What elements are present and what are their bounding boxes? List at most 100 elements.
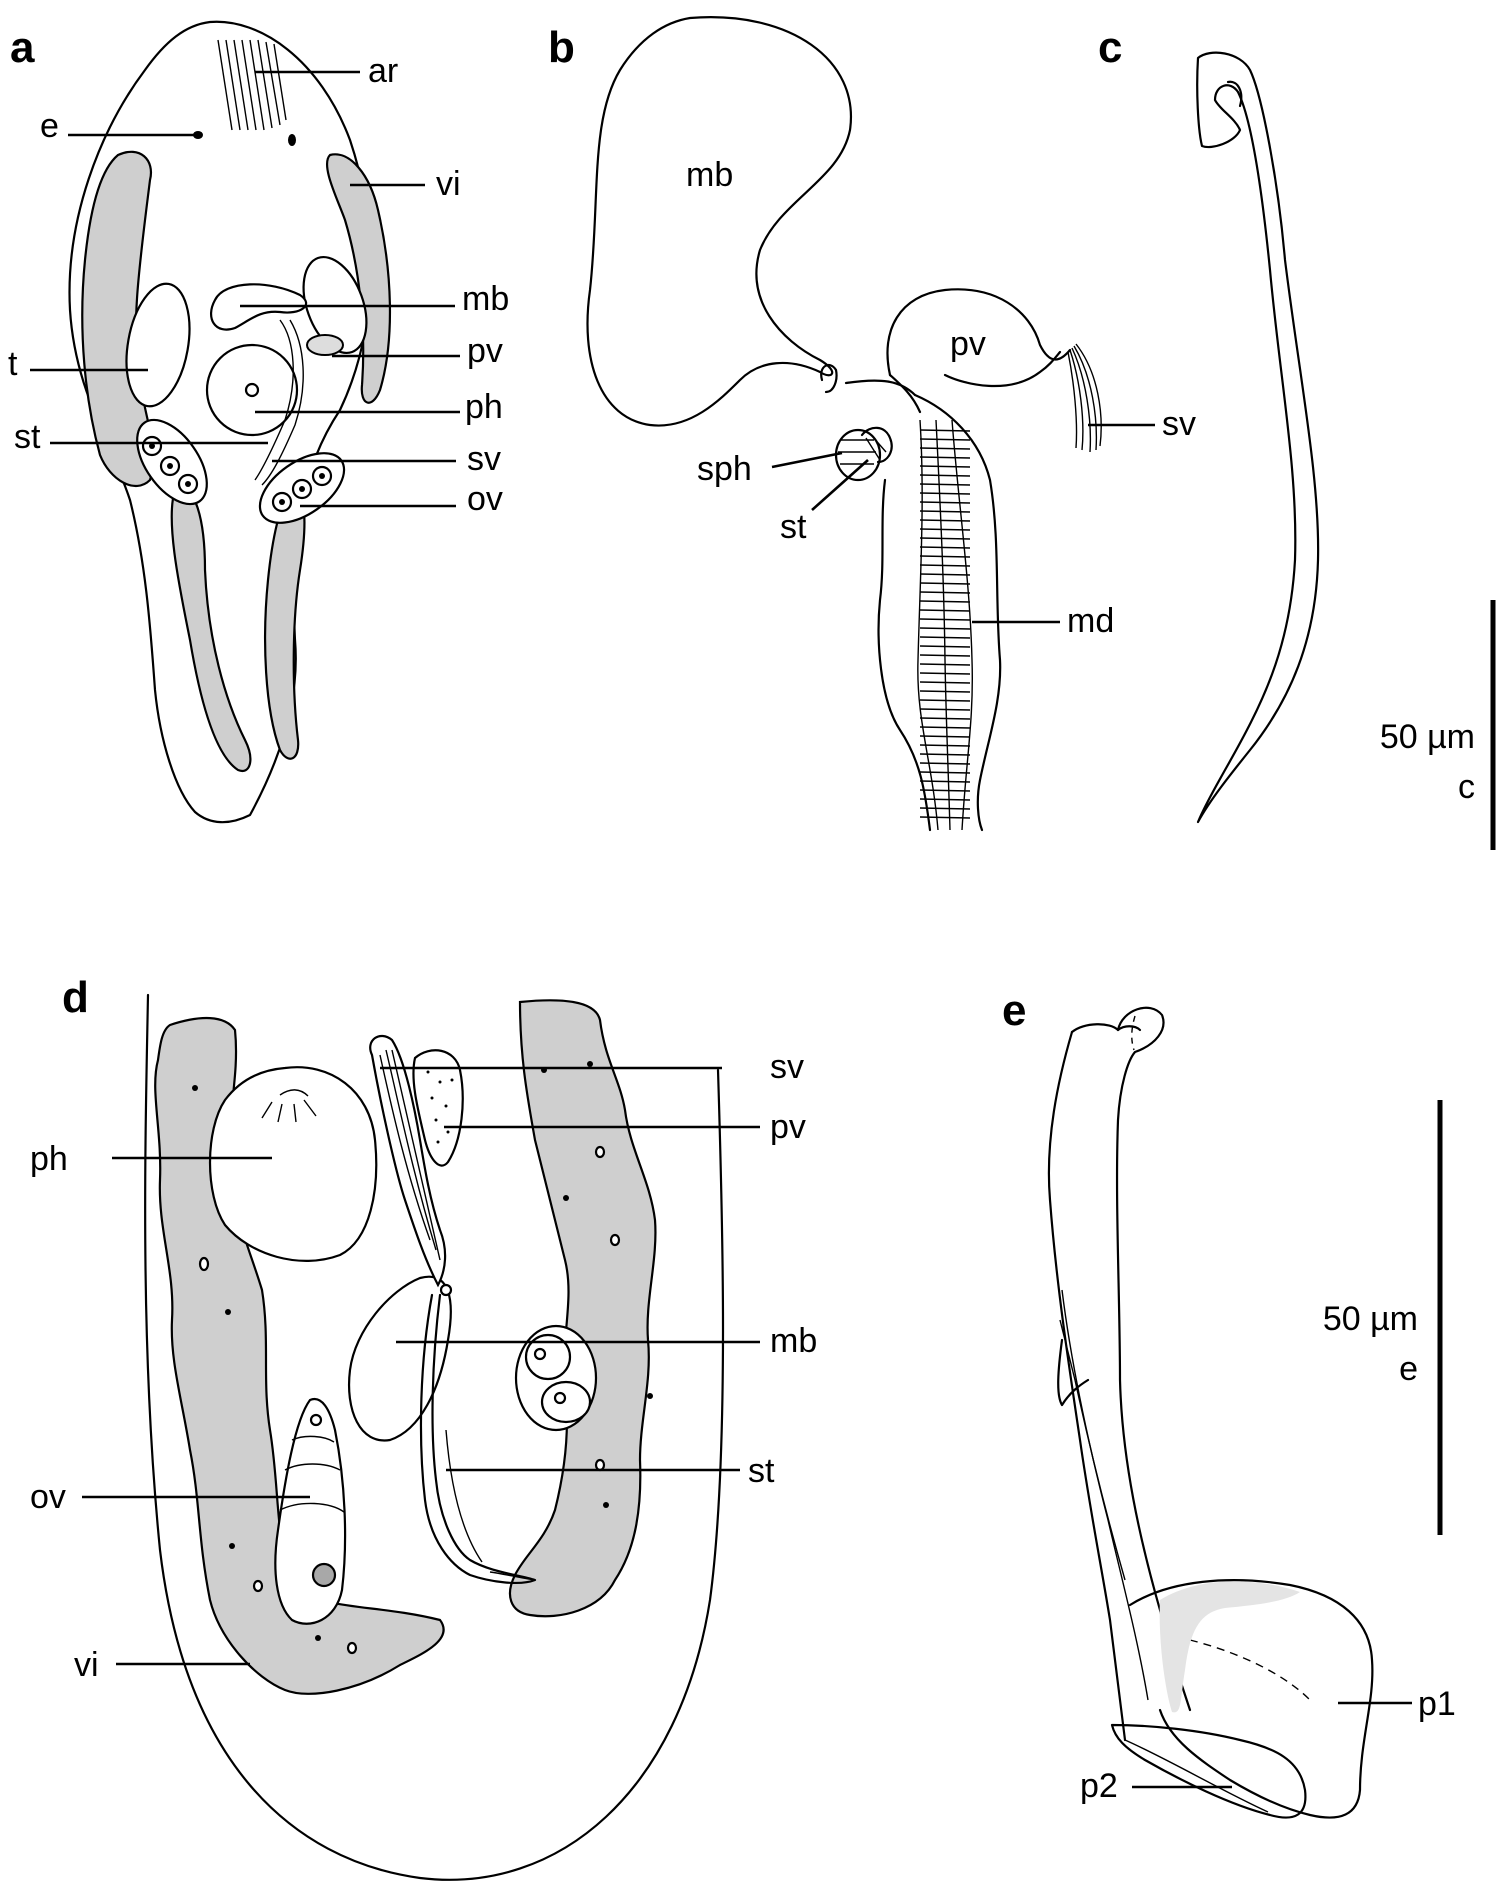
panel-b-duct-striation [919, 636, 971, 639]
panel-b-duct-outer-left [877, 478, 932, 832]
panel-b-duct-striation [919, 708, 971, 711]
panel-a-vitellarium-left-lower [170, 487, 252, 773]
panel-a-vitellarium-right-lower [264, 488, 306, 760]
panel-a-testis-left [125, 282, 191, 408]
panel-b-duct-striation [919, 573, 971, 576]
panel-b-duct-striation [919, 483, 971, 486]
panel-b-male-bulb [586, 16, 853, 427]
panel-b-duct-striation [919, 744, 971, 747]
panel-b-duct-striation [919, 681, 971, 684]
panel-b-label-pv: pv [950, 325, 986, 363]
panel-b-duct-striation [919, 546, 971, 549]
panel-b-duct-striation [919, 555, 971, 558]
panel-d-pharynx-mouth [261, 1089, 317, 1123]
panel-b-label-mb: mb [686, 156, 733, 194]
panel-b-duct-striation [919, 492, 971, 495]
panel-a-label-mb: mb [462, 280, 509, 318]
panel-a-label-ov: ov [467, 480, 503, 518]
panel-b-label-md: md [1067, 602, 1114, 640]
panel-e-part-p1 [1128, 1579, 1374, 1819]
panel-b-duct-striation [919, 780, 971, 783]
panel-b-duct-striation [919, 519, 971, 522]
panel-e-part-p2 [1110, 1723, 1307, 1819]
panel-d-ovary-chain [274, 1397, 347, 1625]
panel-a-label-ar: ar [368, 52, 398, 90]
panel-c: c [1098, 23, 1320, 824]
panel-a-label-vi: vi [436, 165, 461, 203]
panel-b-duct-striation [919, 501, 971, 504]
panel-b-duct-striation [919, 627, 971, 630]
panel-a-ovary-left [136, 418, 208, 506]
panel-b-duct-striation [919, 672, 971, 675]
panel-b-duct-striation [919, 609, 971, 612]
panel-e-label-p1: p1 [1418, 1685, 1456, 1723]
panel-d-label-pv: pv [770, 1108, 806, 1146]
panel-b-duct-striation [919, 735, 971, 738]
panel-a-label-pv: pv [467, 332, 503, 370]
panel-b-duct-striation [919, 654, 971, 657]
panel-b-duct-striation [919, 465, 971, 468]
panel-d-label-mb: mb [770, 1322, 817, 1360]
panel-d: d [30, 973, 817, 1881]
panel-d-letter: d [62, 973, 89, 1022]
panel-b-duct-striation [919, 807, 971, 810]
panel-b-duct-striation [919, 600, 971, 603]
panel-e-stippled-region [1159, 1581, 1300, 1713]
panel-b-duct-striation [919, 717, 971, 720]
panel-b-knob [820, 363, 838, 394]
panel-c-stylet [1196, 51, 1320, 824]
panel-a-label-t: t [8, 345, 18, 383]
panel-b-duct-striation [919, 663, 971, 666]
scale-bar-e-value: 50 µm [1323, 1300, 1418, 1338]
panel-b-letter: b [548, 23, 575, 72]
panel-a-prostatic-vesicle [306, 334, 344, 356]
panel-b-duct-striation [919, 753, 971, 756]
panel-b-duct-striation [919, 645, 971, 648]
panel-b-duct-striation [919, 771, 971, 774]
panel-b-label-st: st [780, 508, 807, 546]
panel-b-leader-st [811, 459, 869, 511]
panel-b-duct-striation [919, 690, 971, 693]
panel-d-label-ph: ph [30, 1140, 68, 1178]
scale-bar-c-panel: c [1458, 768, 1475, 806]
panel-a-label-ph: ph [465, 388, 503, 426]
panel-b-seminal-vesicle [1067, 343, 1102, 453]
panel-a-pharynx-opening [244, 382, 260, 398]
panel-b-duct-striation [919, 456, 971, 459]
panel-a-label-e: e [40, 107, 59, 145]
panel-b-duct-striation [919, 438, 971, 441]
panel-d-vitellarium-right [508, 999, 657, 1618]
panel-a-letter: a [10, 23, 35, 72]
panel-a-vitellarium-left-upper [81, 150, 155, 487]
panel-a-vitellarium-right-upper [325, 153, 392, 404]
panel-b-label-sph: sph [697, 450, 752, 488]
panel-b-duct-striation [919, 510, 971, 513]
panel-d-label-sv: sv [770, 1048, 804, 1086]
panel-b-duct-outer-right [913, 393, 1002, 832]
panel-d-label-vi: vi [74, 1646, 99, 1684]
panel-a-label-st: st [14, 418, 41, 456]
panel-d-prostatic-vesicle [412, 1049, 464, 1167]
panel-b-prostatic-vesicle [886, 288, 1072, 377]
panel-b-muscular-duct [917, 419, 973, 831]
panel-d-male-bulb [348, 1275, 452, 1442]
panel-b-duct-striation [919, 591, 971, 594]
panel-d-pharynx [208, 1066, 378, 1262]
panel-a-eye-right [288, 134, 296, 146]
panel-a-adhesive-region [217, 39, 287, 131]
panel-a: a [8, 20, 509, 824]
panel-a-eye-left [193, 131, 203, 139]
panel-c-letter: c [1098, 23, 1122, 72]
panel-b-leader-sph [771, 451, 843, 469]
panel-b-duct-striation [919, 789, 971, 792]
panel-a-label-sv: sv [467, 440, 501, 478]
panel-d-label-ov: ov [30, 1478, 66, 1516]
panel-b-duct-striation [919, 564, 971, 567]
panel-b-duct-striation [919, 474, 971, 477]
panel-d-egg [514, 1324, 598, 1432]
panel-b-duct-striation [919, 528, 971, 531]
panel-d-label-st: st [748, 1452, 775, 1490]
panel-b-duct-striation [919, 537, 971, 540]
panel-e-letter: e [1002, 986, 1026, 1035]
